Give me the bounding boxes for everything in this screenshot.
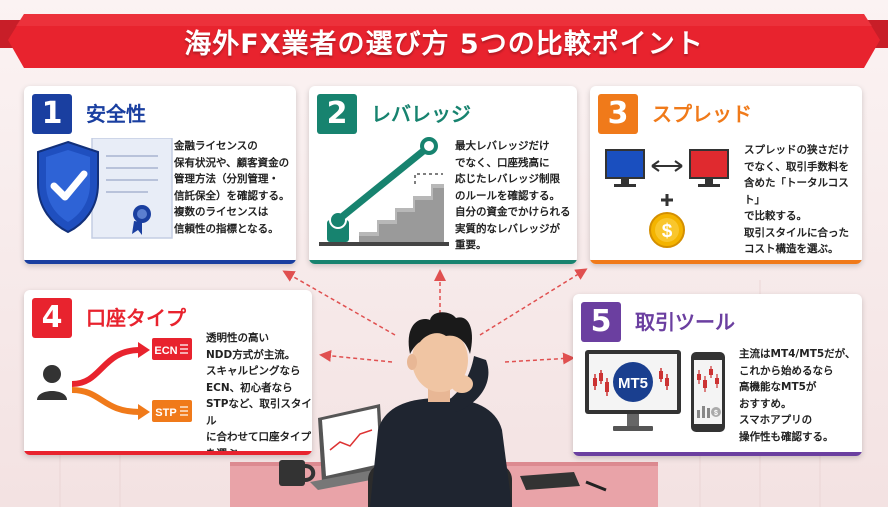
card-title: スプレッド [652, 102, 752, 126]
card-number: 4 [32, 298, 72, 338]
card-safety: 1 安全性 金融ライセンスの 保有状況や、顧客資金の 管理方法（分別管理・ 信託… [24, 86, 296, 264]
card-title: レバレッジ [371, 102, 471, 126]
card-description: スプレッドの狭さだけ でなく、取引手数料を 含めた「トータルコスト」 で比較する… [744, 144, 849, 255]
card-description: 主流はMT4/MT5だが、 これから始めるなら 高機能なMT5が おすすめ。 ス… [739, 348, 856, 443]
svg-text:$: $ [662, 221, 673, 242]
card-leverage: 2 レバレッジ 最大レバレッジだけ でなく、口座残高に 応じたレバレッジ制限 の… [309, 86, 577, 264]
stp-tag: STP [155, 407, 176, 419]
card-account-type: 4 口座タイプ ECN STP 透明性の高い NDD方式が主流。 スキャルピング… [24, 290, 312, 455]
page-title: 海外FX業者の選び方 5つの比較ポイント [184, 29, 704, 60]
card-title: 取引ツール [635, 310, 735, 334]
card-description: 金融ライセンスの 保有状況や、顧客資金の 管理方法（分別管理・ 信託保全）を確認… [174, 140, 290, 235]
coffee-mug-icon [279, 460, 316, 486]
card-description: 最大レバレッジだけ でなく、口座残高に 応じたレバレッジ制限 のルールを確認する… [455, 140, 571, 251]
card-title: 口座タイプ [86, 306, 186, 330]
ecn-tag: ECN [154, 345, 177, 357]
card-number: 1 [32, 94, 72, 134]
mt5-label: MT5 [618, 375, 648, 392]
card-number: 3 [598, 94, 638, 134]
card-title: 安全性 [86, 102, 146, 126]
title-banner: 海外FX業者の選び方 5つの比較ポイント [0, 0, 888, 80]
card-spread: 3 スプレッド $ スプレッドの狭さだけ でなく、取引手数料を 含めた「トータル… [590, 86, 862, 264]
notebook-icon [520, 472, 607, 492]
dollar-coin-icon: $ [605, 149, 729, 248]
phone-dollar-label: $ [714, 410, 718, 417]
leverage-stairs-icon [319, 137, 449, 246]
card-trading-tools: 5 取引ツール MT5 $ [573, 294, 862, 456]
account-branch-icon: ECN STP [37, 338, 192, 422]
card-number: 5 [581, 302, 621, 342]
trading-platform-icon: MT5 $ [585, 350, 725, 432]
shield-check-icon [37, 138, 173, 239]
card-number: 2 [317, 94, 357, 134]
